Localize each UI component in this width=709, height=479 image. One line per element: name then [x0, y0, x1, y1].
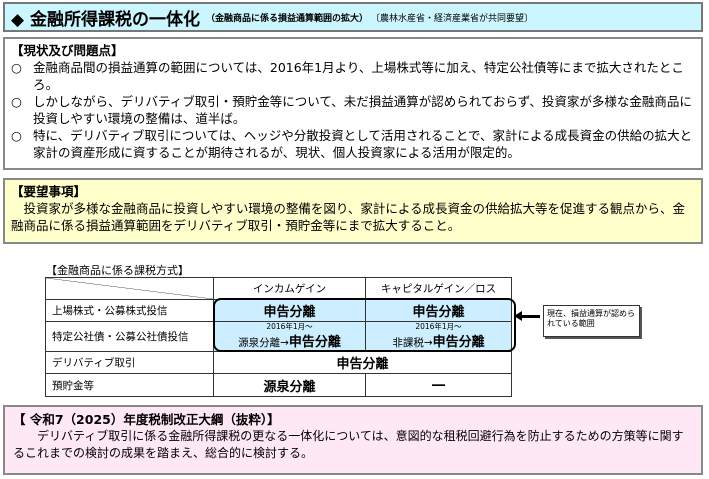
callout-note: 現在、損益通算が認められている範囲: [543, 305, 640, 337]
request-section: 【要望事項】 投資家が多様な金融商品に投資しやすい環境の整備を図り、家計による成…: [3, 178, 703, 244]
table-row: デリバティブ取引 申告分離: [45, 351, 512, 374]
row-label: 特定公社債・公募公社債投信: [45, 321, 214, 352]
cell-note: 2016年1月～: [266, 322, 313, 331]
table-row: 預貯金等 源泉分離 ―: [45, 373, 512, 397]
cell-merged: 申告分離: [213, 351, 512, 374]
cell-note: 2016年1月～: [415, 322, 462, 331]
table-header-row: インカムゲイン キャピタルゲイン／ロス: [45, 277, 512, 300]
row-label: デリバティブ取引: [45, 351, 214, 374]
cell-income: 2016年1月～ 源泉分離→申告分離: [213, 321, 366, 352]
status-text: 特に、デリバティブ取引については、ヘッジや分散投資として活用されることで、家計に…: [33, 128, 693, 160]
reform-heading: 【 令和7（2025）年度税制改正大綱（抜粋）】: [13, 412, 280, 427]
table-row: 特定公社債・公募公社債投信 2016年1月～源泉分離→申告分離 2016年1月～…: [45, 321, 512, 352]
highlight-outline: [213, 298, 516, 352]
request-text: 投資家が多様な金融商品に投資しやすい環境の整備を図り、家計による成長資金の供給拡…: [11, 201, 686, 233]
cell-from: 源泉分離→: [238, 337, 289, 349]
corner-cell: [45, 277, 214, 300]
status-item: ○ 金融商品間の損益通算の範囲については、2016年1月より、上場株式等に加え、特…: [11, 59, 695, 93]
table-label: 【金融商品に係る課税方式】: [46, 264, 189, 277]
header-capital: キャピタルゲイン／ロス: [365, 277, 512, 300]
cell-income: 申告分離: [213, 299, 366, 322]
status-item: ○ しかしながら、デリバティブ取引・預貯金等について、未だ損益通算が認められておら…: [11, 93, 695, 127]
row-label: 預貯金等: [45, 373, 214, 397]
title-subtitle: （金融商品に係る損益通算範囲の拡大）: [206, 13, 369, 24]
status-item: ○ 特に、デリバティブ取引については、ヘッジや分散投資として活用されることで、家計…: [11, 127, 695, 161]
row-label: 上場株式・公募株式投信: [45, 299, 214, 322]
status-heading: 【現状及び問題点】: [11, 43, 124, 58]
table-row: 上場株式・公募株式投信 申告分離 申告分離: [45, 299, 512, 322]
page-title-bar: ◆ 金融所得課税の一体化 （金融商品に係る損益通算範囲の拡大） 〔農林水産省・経…: [3, 2, 703, 32]
cell-capital: 申告分離: [365, 299, 512, 322]
arrow-icon: [518, 315, 540, 318]
title-requesters: 〔農林水産省・経済産業省が共同要望〕: [371, 13, 534, 24]
bullet-icon: ○: [11, 60, 22, 75]
cell-capital: ―: [365, 373, 512, 397]
header-income: インカムゲイン: [213, 277, 366, 300]
bullet-icon: ○: [11, 128, 22, 143]
cell-to: 申告分離: [432, 335, 485, 350]
cell-income: 源泉分離: [213, 373, 366, 397]
cell-from: 非課税→: [392, 337, 433, 349]
reform-section: 【 令和7（2025）年度税制改正大綱（抜粋）】 デリバティブ取引に係る金融所得…: [3, 405, 703, 475]
status-text: しかしながら、デリバティブ取引・預貯金等について、未だ損益通算が認められておらず…: [33, 94, 692, 126]
reform-text: デリバティブ取引に係る金融所得課税の更なる一体化については、意図的な租税回避行為…: [13, 429, 684, 460]
bullet-icon: ○: [11, 94, 22, 109]
request-heading: 【要望事項】: [11, 184, 87, 199]
taxation-table: インカムゲイン キャピタルゲイン／ロス 上場株式・公募株式投信 申告分離 申告分…: [45, 277, 512, 397]
cell-to: 申告分離: [288, 335, 341, 350]
status-text: 金融商品間の損益通算の範囲については、2016年1月より、上場株式等に加え、特定…: [33, 60, 684, 92]
arrowhead-icon: [514, 311, 522, 321]
page-title: ◆ 金融所得課税の一体化: [11, 9, 200, 30]
status-section: 【現状及び問題点】 ○ 金融商品間の損益通算の範囲については、2016年1月より、…: [3, 37, 703, 170]
cell-capital: 2016年1月～ 非課税→申告分離: [365, 321, 512, 352]
